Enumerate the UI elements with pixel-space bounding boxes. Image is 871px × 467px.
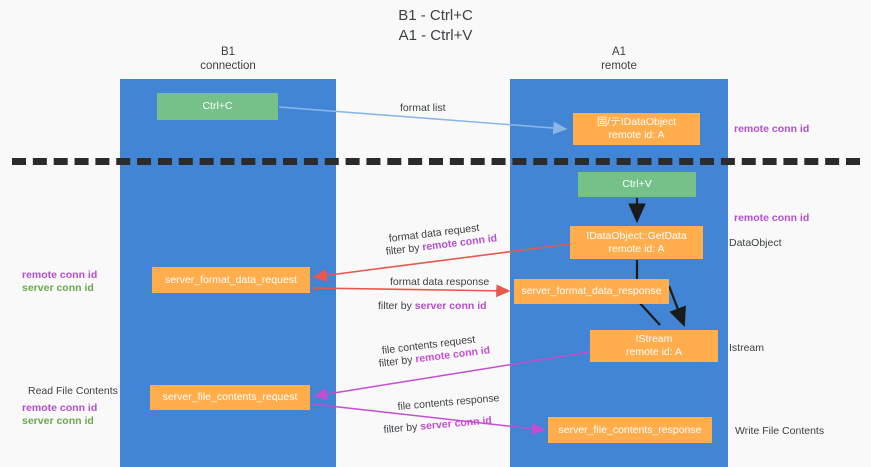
node-label: Ctrl+C bbox=[202, 100, 233, 112]
node-server-file-contents-response[interactable]: server_file_contents_response bbox=[548, 417, 712, 443]
node-sublabel: remote id: A bbox=[608, 129, 665, 141]
node-server-format-data-response[interactable]: server_format_data_response bbox=[514, 279, 669, 304]
side-label-dataobject: DataObject bbox=[729, 237, 782, 249]
filter-key: server conn id bbox=[419, 414, 493, 433]
side-label-remote-conn-id-top: remote conn id bbox=[734, 123, 810, 135]
edge-label-file-contents-response: file contents response bbox=[397, 392, 500, 413]
edge-label-file-contents-response-filter: filter by server conn id bbox=[383, 414, 492, 437]
node-istream[interactable]: IStream remote id: A bbox=[590, 330, 718, 362]
node-sublabel: remote id: A bbox=[608, 242, 665, 255]
edge-label-format-data-response: format data response bbox=[390, 276, 490, 288]
node-label: IStream bbox=[635, 333, 673, 345]
side-label-remote-conn-id-mid: remote conn id bbox=[734, 212, 810, 224]
node-label: Ctrl+V bbox=[622, 178, 652, 190]
filter-prefix: filter by bbox=[378, 353, 417, 370]
filter-prefix: filter by bbox=[385, 241, 424, 258]
side-label-left-server-conn-id-bottom: server conn id bbox=[22, 415, 94, 427]
node-server-format-data-request[interactable]: server_format_data_request bbox=[152, 267, 310, 293]
side-label-left-remote-conn-id-bottom: remote conn id bbox=[22, 402, 98, 414]
node-sublabel: remote id: A bbox=[625, 346, 683, 358]
node-label: server_file_contents_response bbox=[558, 423, 702, 436]
side-label-istream: Istream bbox=[729, 342, 765, 354]
node-ctrl-v[interactable]: Ctrl+V bbox=[578, 172, 696, 197]
node-label: server_file_contents_request bbox=[162, 391, 298, 403]
node-label: server_format_data_request bbox=[165, 273, 297, 286]
filter-prefix: filter by bbox=[378, 300, 415, 312]
filter-prefix: filter by bbox=[383, 420, 421, 436]
filter-key: server conn id bbox=[414, 300, 487, 312]
node-server-file-contents-request[interactable]: server_file_contents_request bbox=[150, 385, 310, 410]
edge-label-format-data-response-filter: filter by server conn id bbox=[378, 299, 487, 313]
phase-divider bbox=[12, 158, 860, 165]
page-title: B1 - Ctrl+C A1 - Ctrl+V bbox=[398, 7, 473, 44]
side-label-left-remote-conn-id-mid: remote conn id bbox=[22, 269, 98, 281]
side-label-write-file-contents: Write File Contents bbox=[735, 425, 825, 437]
swimlane-header-b1: B1 connection bbox=[200, 46, 256, 72]
edge-label-format-list: format list bbox=[400, 102, 446, 114]
node-label: server_format_data_response bbox=[521, 285, 662, 297]
node-idataobject[interactable]: 固/テIDataObject remote id: A bbox=[573, 113, 700, 145]
node-label: 固/テIDataObject bbox=[596, 116, 677, 128]
side-label-left-server-conn-id-mid: server conn id bbox=[22, 282, 94, 294]
swimlane-header-a1: A1 remote bbox=[601, 46, 637, 72]
node-label: IDataObject::GetData bbox=[586, 229, 687, 242]
side-label-read-file-contents: Read File Contents bbox=[28, 385, 118, 397]
node-ctrl-c[interactable]: Ctrl+C bbox=[157, 93, 278, 120]
node-idataobject-getdata[interactable]: IDataObject::GetData remote id: A bbox=[570, 226, 703, 259]
